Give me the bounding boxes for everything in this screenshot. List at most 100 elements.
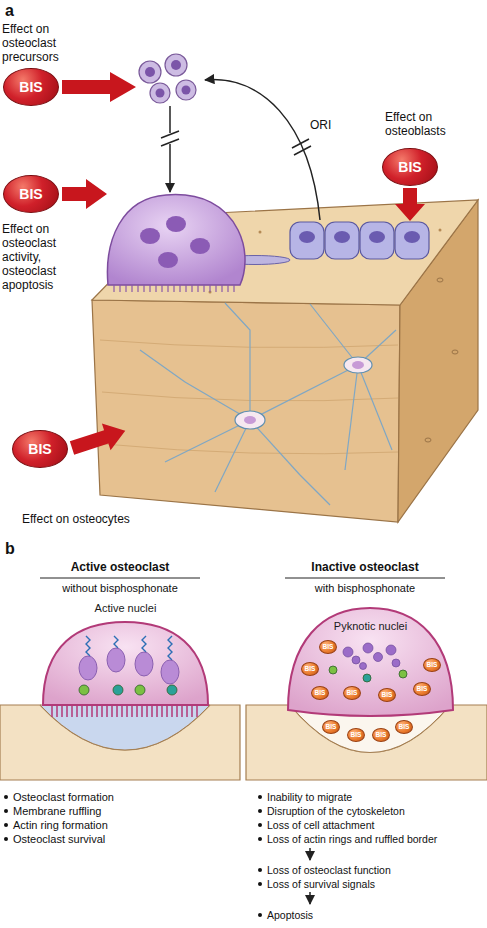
nuclei-label: Active nuclei	[38, 602, 213, 615]
bullet-item: Apoptosis	[258, 908, 484, 922]
active-nucleus	[79, 656, 97, 680]
drug-particle-label: BIS	[347, 690, 358, 697]
break-mark	[294, 146, 311, 155]
filament	[114, 636, 118, 648]
arrow-label-text: ORI	[310, 118, 331, 132]
drug-label: BIS	[19, 80, 42, 94]
drug-particle-label: BIS	[305, 666, 316, 673]
pyknotic-nucleus	[352, 656, 360, 664]
filament	[142, 636, 146, 652]
bullet-dot	[4, 823, 8, 827]
bullet-item: Actin ring formation	[4, 818, 240, 832]
drug-particle: BIS	[343, 686, 361, 700]
nuclei-label: Pyknotic nuclei	[283, 620, 458, 633]
heading-rule	[285, 578, 445, 579]
bullet-dot	[258, 882, 262, 886]
drug-particle: BIS	[423, 658, 441, 672]
drug-particle: BIS	[395, 720, 413, 734]
bullet-text: Disruption of the cytoskeleton	[267, 805, 405, 817]
organelle	[135, 685, 145, 695]
drug-particle: BIS	[322, 720, 340, 734]
osteoclast	[107, 195, 245, 292]
arrow-label: ORI	[310, 118, 331, 132]
break-mark	[161, 131, 179, 138]
drug-particle: BIS	[311, 686, 329, 700]
drug-particle: BIS	[301, 662, 319, 676]
column-heading-text: Inactive osteoclast	[311, 560, 418, 574]
pyknotic-nucleus	[386, 645, 396, 655]
osteoclast-cell: Active nuclei	[38, 600, 213, 720]
effect-caption: Effect on osteoclast activity, osteoclas…	[2, 222, 74, 292]
osteocyte	[235, 357, 372, 429]
drug-particle-label: BIS	[326, 724, 337, 731]
column-heading: Active osteoclast	[20, 560, 220, 574]
bullet-text: Inability to migrate	[267, 791, 352, 803]
effect-arrow	[395, 188, 425, 221]
drug-particle: BIS	[319, 640, 337, 654]
bullet-item: Loss of actin rings and ruffled border	[258, 832, 484, 846]
effect-caption-text: Effect on osteoclast precursors	[2, 22, 59, 64]
pyknotic-nucleus	[392, 659, 400, 667]
bullet-dot	[258, 837, 262, 841]
osteocyte-network	[140, 303, 396, 505]
active-nucleus	[161, 660, 179, 684]
bullet-text: Membrane ruffling	[13, 805, 101, 817]
active-nucleus	[107, 648, 125, 672]
organelle	[113, 685, 123, 695]
drug-particle: BIS	[372, 728, 390, 742]
bone	[0, 705, 240, 780]
drug-badge: BIS	[3, 175, 59, 213]
sequence-arrow	[309, 848, 311, 860]
bullet-text: Actin ring formation	[13, 819, 108, 831]
cell-body	[43, 622, 208, 705]
drug-label: BIS	[398, 160, 421, 174]
drug-particle: BIS	[413, 682, 431, 696]
drug-particle-label: BIS	[417, 686, 428, 693]
drug-label: BIS	[28, 442, 51, 456]
bullet-text: Osteoclast formation	[13, 791, 114, 803]
effect-caption: Effect on osteocytes	[22, 512, 130, 526]
column-heading: Inactive osteoclast	[265, 560, 465, 574]
bullet-item: Osteoclast survival	[4, 832, 240, 846]
bullet-dot	[258, 823, 262, 827]
drug-particle-label: BIS	[382, 692, 393, 699]
organelle	[79, 685, 89, 695]
bullet-text: Osteoclast survival	[13, 833, 105, 845]
bullet-dot	[258, 913, 262, 917]
panel-letter-text: b	[5, 540, 15, 557]
drug-particle: BIS	[378, 688, 396, 702]
effect-caption-text: Effect on osteocytes	[22, 512, 130, 526]
bullet-text: Loss of osteoclast function	[267, 864, 391, 876]
differentiation-arrow	[169, 106, 171, 192]
column-subheading-text: with bisphosphonate	[315, 582, 415, 594]
effect-arrow	[62, 179, 107, 209]
effect-caption: Effect on osteoblasts	[385, 110, 477, 138]
effect-caption-text: Effect on osteoblasts	[385, 110, 446, 138]
drug-badge: BIS	[382, 148, 438, 186]
osteoclast-precursors	[139, 54, 196, 103]
panel-letter-text: a	[5, 2, 14, 19]
column-subheading-text: without bisphosphonate	[62, 582, 178, 594]
column-subheading: without bisphosphonate	[20, 581, 220, 595]
drug-label: BIS	[19, 187, 42, 201]
drug-particle-label: BIS	[376, 732, 387, 739]
organelle	[399, 670, 407, 678]
bullet-dot	[4, 837, 8, 841]
osteoblasts	[290, 222, 429, 259]
bullet-text: Loss of actin rings and ruffled border	[267, 833, 437, 845]
panel-letter: b	[5, 540, 15, 558]
effect-arrow	[68, 417, 130, 461]
column-heading-text: Active osteoclast	[71, 560, 170, 574]
drug-particle-label: BIS	[323, 644, 334, 651]
panel-letter: a	[5, 2, 14, 20]
resorption-pit	[40, 705, 210, 750]
osteoclast-cell: Pyknotic nucleiBIS BIS BIS BIS BIS BIS BIS	[283, 600, 458, 725]
bullet-dot	[4, 795, 8, 799]
organelle	[363, 674, 371, 682]
bullet-item: Loss of survival signals	[258, 877, 484, 891]
drug-particle-label: BIS	[351, 732, 362, 739]
drug-particle-label: BIS	[315, 690, 326, 697]
break-mark	[292, 139, 309, 148]
bullet-item: Osteoclast formation	[4, 790, 240, 804]
